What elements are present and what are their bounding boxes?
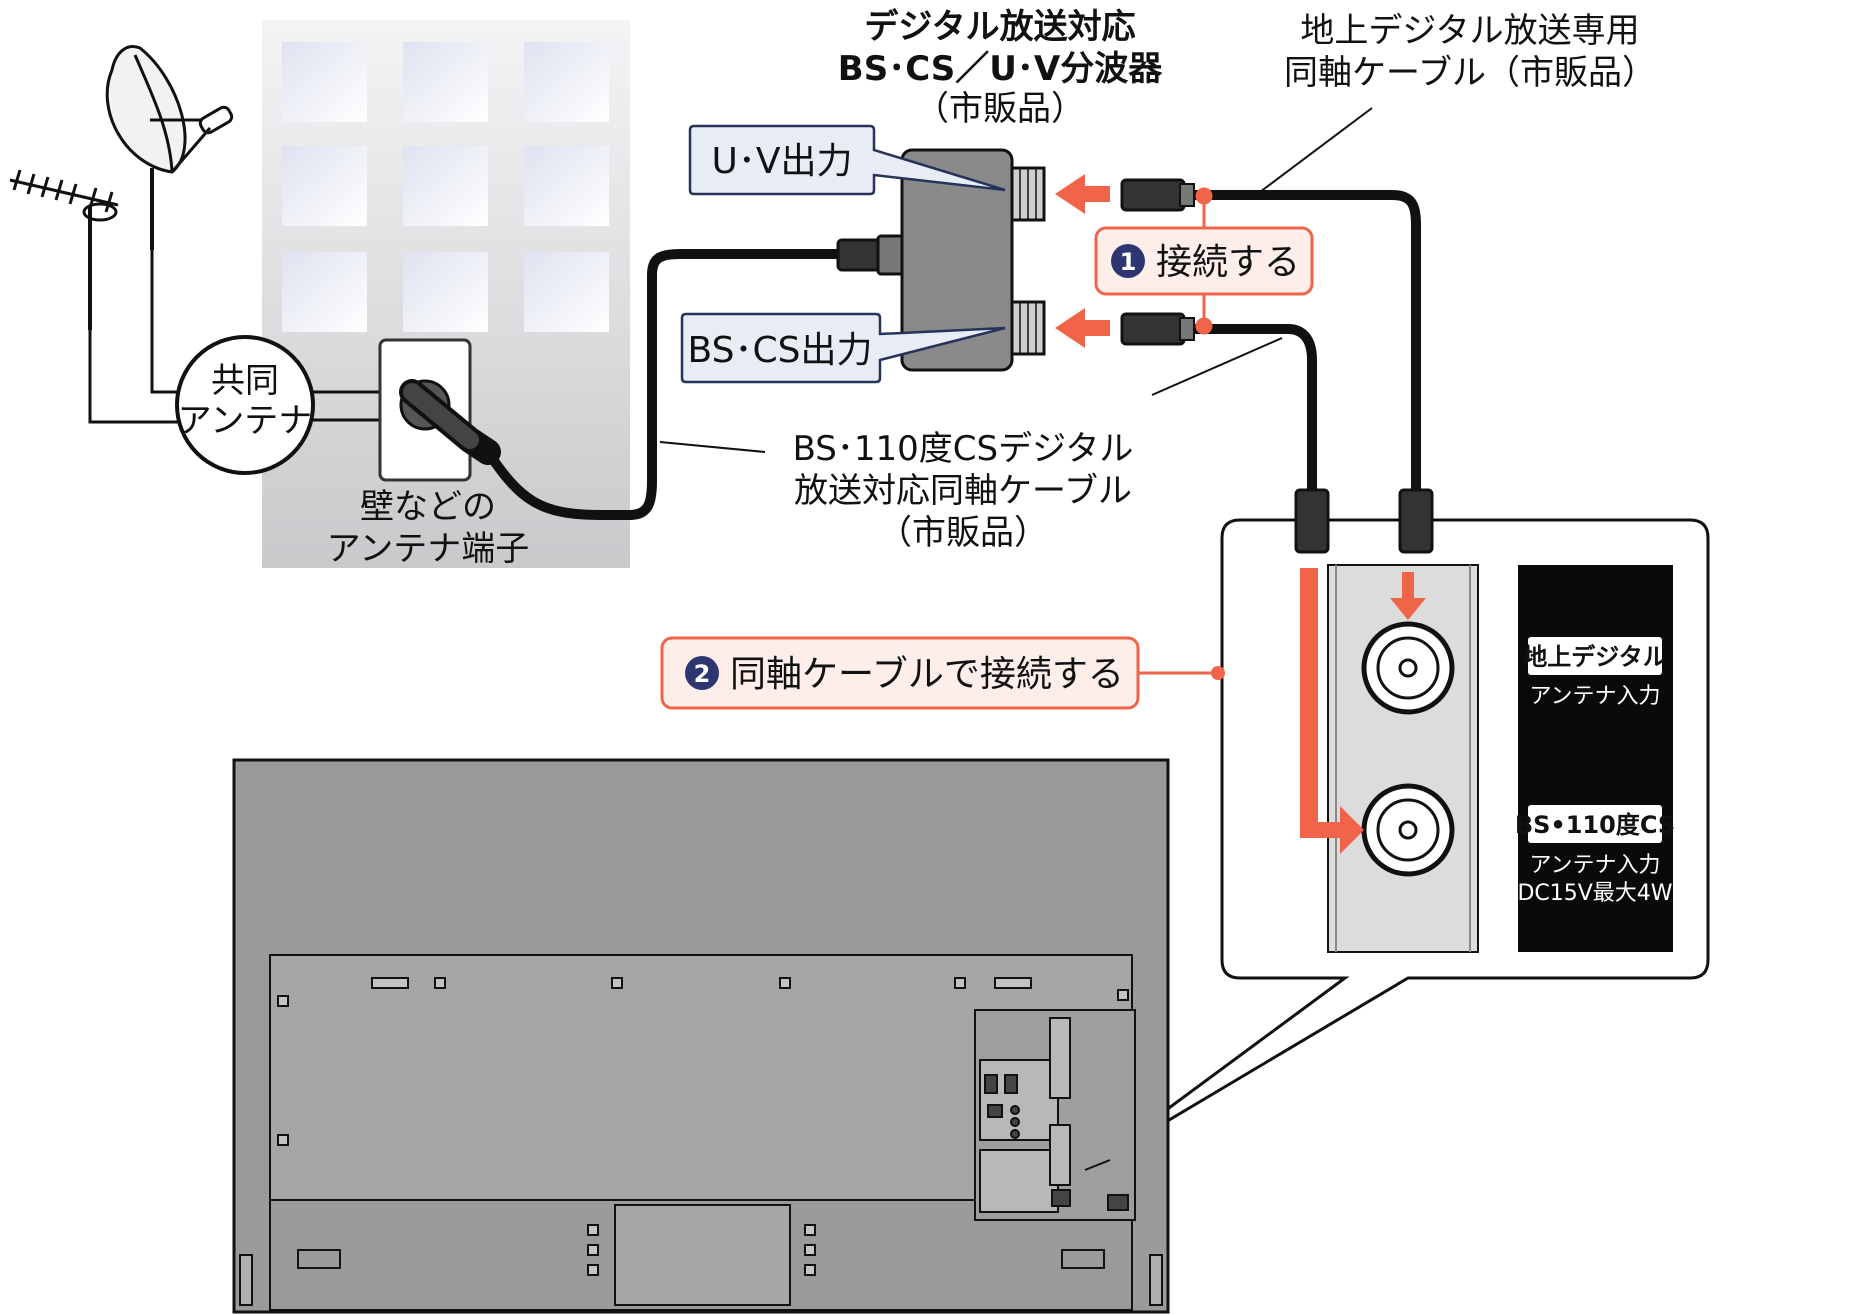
tv-mount-holes — [277, 977, 1129, 1276]
step1-text: 接続する — [1156, 242, 1300, 283]
common-antenna-label-2: アンテナ — [178, 401, 313, 441]
bs-port-title: BS•110度CS — [1515, 811, 1675, 839]
port-label-panel — [1518, 565, 1673, 952]
bs-port-note: (DC15V最大4W) — [1509, 881, 1681, 906]
bs-cable-leader — [659, 441, 766, 453]
uv-output-label: U･V出力 — [712, 141, 853, 182]
terr-cable-label-2: 同軸ケーブル（市販品） — [1284, 53, 1656, 93]
bscs-cable-plug — [1120, 312, 1195, 346]
bscs-output-bubble: BS･CS出力 — [680, 312, 1006, 384]
tv-back — [232, 758, 1170, 1314]
splitter — [900, 148, 1046, 372]
step2-text: 同軸ケーブルで接続する — [730, 654, 1124, 695]
building-windows — [282, 42, 609, 332]
terr-port-sub: アンテナ入力 — [1529, 684, 1660, 709]
bs-port-sub: アンテナ入力 — [1529, 853, 1660, 878]
bs-cs-coax-cable — [483, 249, 845, 520]
terr-cable-label-1: 地上デジタル放送専用 — [1300, 11, 1639, 51]
bs-input-jack — [1361, 783, 1455, 877]
panel-to-terminal-leader — [1084, 1159, 1111, 1171]
bs-cable-plug-splitter — [836, 234, 908, 276]
terrestrial-input-jack — [1361, 621, 1455, 715]
bs-cable-label-2: 放送対応同軸ケーブル — [794, 471, 1132, 511]
wall-terminal-label-2: アンテナ端子 — [327, 529, 530, 569]
terrestrial-antenna-icon — [9, 169, 119, 330]
antenna-to-wall-lines — [313, 390, 380, 422]
satellite-dish-icon — [105, 45, 234, 250]
wall-antenna-terminal — [378, 338, 501, 482]
splitter-label-3: （市販品） — [915, 89, 1085, 129]
building — [262, 20, 630, 568]
terrestrial-coax-cable — [1194, 190, 1421, 490]
common-antenna: 共同 アンテナ — [175, 335, 315, 475]
wall-terminal-label-1: 壁などの — [360, 487, 496, 527]
bs-cable-leader-2 — [1151, 337, 1283, 396]
bs-cable-label-1: BS･110度CSデジタル — [793, 429, 1134, 469]
terr-port-title: 地上デジタル — [1523, 643, 1667, 671]
uv-output-bubble: U･V出力 — [688, 124, 1006, 196]
step2-number: 2 — [694, 660, 711, 688]
bscs-output-label: BS･CS出力 — [688, 330, 873, 371]
step1-markers — [1195, 187, 1213, 335]
detail-panel: 地上デジタル アンテナ入力 BS•110度CS アンテナ入力 (DC15V最大4… — [1084, 518, 1710, 1172]
step2-callout: 2 同軸ケーブルで接続する — [660, 636, 1225, 710]
bs-output-coax-cable — [1194, 324, 1317, 490]
terr-cable-leader — [1259, 107, 1373, 193]
uv-cable-plug — [1120, 178, 1195, 212]
step1-number: 1 — [1120, 248, 1137, 276]
step1-badge — [1111, 244, 1145, 278]
tv-terminal-area — [974, 1009, 1136, 1221]
step1-callout: 1 接続する — [1094, 226, 1314, 296]
splitter-label-2: BS･CS／U･V分波器 — [838, 49, 1163, 89]
panel-arrows — [1300, 568, 1426, 854]
step2-badge — [685, 656, 719, 690]
splitter-label-1: デジタル放送対応 — [864, 7, 1135, 47]
bs-cable-label-3: （市販品） — [878, 513, 1048, 553]
panel-plug-bs — [1294, 488, 1330, 554]
panel-plug-terr — [1398, 488, 1434, 554]
common-antenna-label-1: 共同 — [211, 361, 279, 401]
splitter-arrows — [1055, 174, 1110, 348]
